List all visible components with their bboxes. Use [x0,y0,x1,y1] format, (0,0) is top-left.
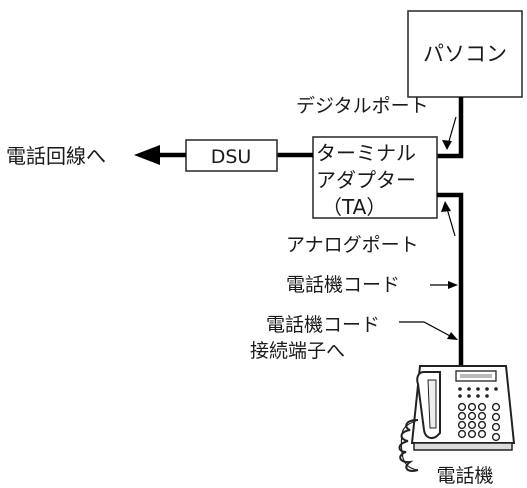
phone-cord-terminal-pointer [399,321,453,338]
phone-cord-terminal-label-line1: 電話機コード [266,314,380,336]
analog-cable [437,192,464,366]
phone-cord-label: 電話機コード [286,274,400,296]
pc-label: パソコン [423,42,507,66]
ta-box [312,136,438,219]
digital-port-label: デジタルポート [296,95,429,117]
phone-cord-arrowhead [448,281,458,289]
digital-cable [437,97,464,159]
analog-port-label: アナログポート [286,234,419,256]
desk-telephone-icon [398,365,516,472]
ta-label-line3: （TA） [322,195,386,219]
pc-box [407,10,523,98]
ta-label-line1: ターミナル [316,141,416,165]
analog-port-arrowhead [441,201,451,212]
phone-line-arrowhead [134,145,160,165]
phone-line-label: 電話回線へ [6,144,106,168]
telephone-label: 電話機 [436,465,493,487]
phone-cord-terminal-label-line2: 接続端子へ [250,340,345,362]
phone-cord-terminal-arrowhead [447,332,458,340]
digital-port-arrowhead [442,140,452,150]
dsu-label: DSU [211,146,252,168]
ta-label-line2: アダプター [316,168,416,192]
